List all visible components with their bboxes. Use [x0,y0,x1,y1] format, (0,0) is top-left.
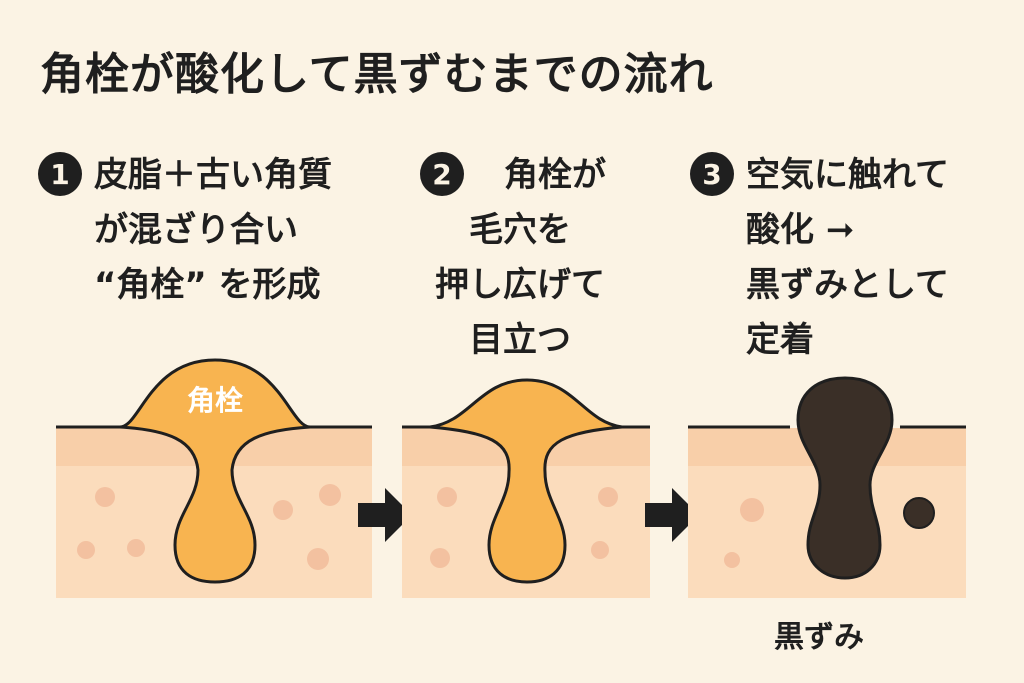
step-3-line-4: 定着 [746,320,814,360]
blackhead-caption: 黒ずみ [774,620,864,655]
oxidized-plug [796,376,894,580]
keratin-plug-2 [428,378,624,584]
step-number-3: 3 [690,152,734,196]
step-3-line-3: 黒ずみとして [746,265,949,305]
step-1-text: 皮脂＋古い角質 が混ざり合い “角栓” を形成 [94,148,332,313]
blackhead-dot [903,497,935,529]
step-1-line-1: 皮脂＋古い角質 [94,155,332,195]
step-3-line-1: 空気に触れて [746,155,949,195]
step-2-line-2: 毛穴を [469,210,571,250]
step-3-text: 空気に触れて 酸化 ➞ 黒ずみとして 定着 [746,148,949,368]
step-2-text: 角栓が 毛穴を 押し広げて 目立つ [420,148,620,368]
arrow-right-icon [645,488,699,542]
keratin-plug-1 [118,358,312,584]
step-1-line-2: が混ざり合い [94,210,298,250]
step-2-line-3: 押し広げて [435,265,605,305]
step-number-1: 1 [38,152,82,196]
step-1-line-3: “角栓” を形成 [94,265,321,305]
step-2-line-4: 目立つ [469,320,571,360]
step-3-line-2: 酸化 ➞ [746,210,855,250]
step-number-2: 2 [420,152,464,196]
pore-diagram: 角栓 [56,358,966,598]
page-title: 角栓が酸化して黒ずむまでの流れ [40,49,714,100]
arrow-right-icon [358,488,412,542]
step-2-line-1: 角栓が [504,155,606,195]
plug-label: 角栓 [187,384,243,417]
